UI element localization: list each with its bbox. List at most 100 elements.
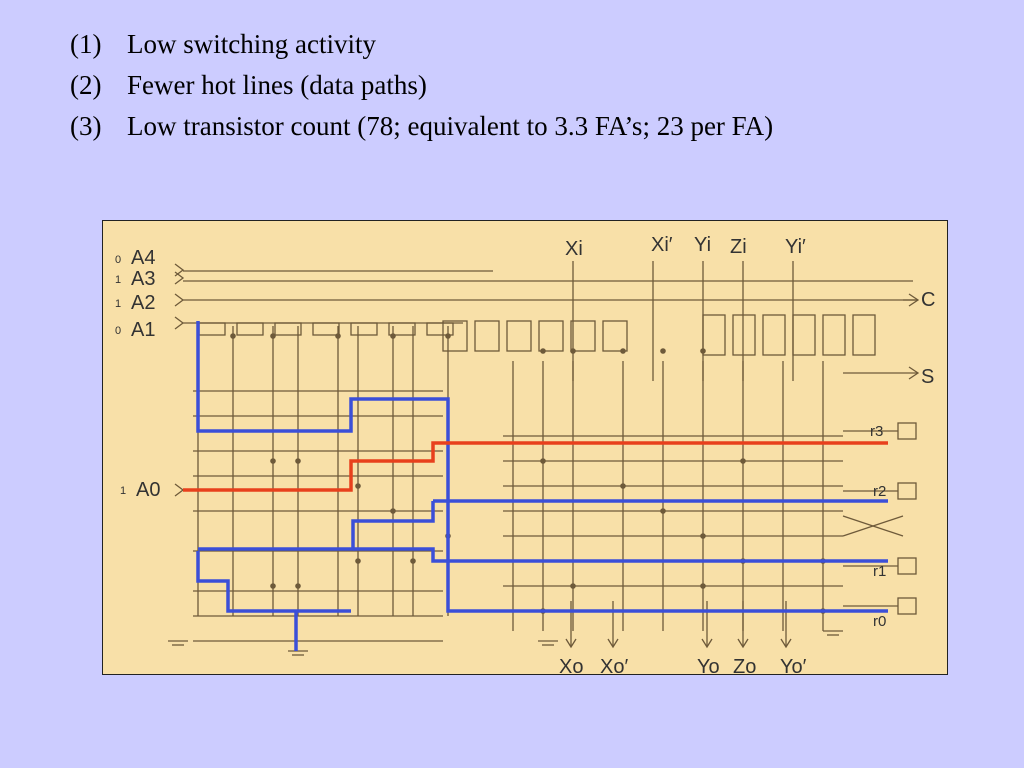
bottom-output-arrow: [607, 638, 619, 649]
bullet-number: (1): [70, 29, 102, 59]
bottom-output-arrow: [780, 638, 792, 649]
transistor-cell: [732, 314, 756, 356]
bullet-number: (3): [70, 111, 102, 141]
input-a3-value: 1: [115, 274, 121, 286]
transistor-cell: [602, 320, 628, 352]
junction-dot: [660, 508, 666, 514]
input-a2-value: 1: [115, 298, 121, 310]
input-a0-label: A0: [136, 479, 160, 501]
transistor-cell: [822, 314, 846, 356]
transistor-cell: [852, 314, 876, 356]
r2-label: r2: [873, 483, 886, 500]
highlighted-paths: [183, 321, 888, 651]
bullet-text: Fewer hot lines (data paths): [127, 70, 427, 100]
transistor-cell: [474, 320, 500, 352]
junction-dot: [620, 483, 626, 489]
transistor-cell: [274, 322, 302, 336]
input-a0-value: 1: [120, 485, 126, 497]
junction-dot: [355, 558, 361, 564]
junction-dot: [445, 333, 451, 339]
transistor-cell: [897, 422, 917, 440]
input-chevron: [174, 271, 185, 285]
junction-dot: [230, 333, 236, 339]
r-cross: [842, 515, 904, 537]
r0-label: r0: [873, 613, 886, 630]
junction-dot: [660, 348, 666, 354]
junction-dot: [390, 333, 396, 339]
bottom-label-zo: Zo: [733, 656, 756, 675]
transistor-cell: [762, 314, 786, 356]
bullet-list: (1) Low switching activity (2) Fewer hot l…: [70, 24, 773, 147]
top-label-yi: Yi: [694, 234, 711, 256]
bottom-output-arrow: [737, 638, 749, 649]
junction-dot: [700, 533, 706, 539]
junction-dot: [295, 583, 301, 589]
blue-path-r0: [196, 321, 888, 613]
top-label-xi: Xi: [565, 238, 583, 260]
bottom-label-xo: Xo: [559, 656, 583, 675]
junction-dot: [270, 583, 276, 589]
output-s-arrow: [908, 366, 920, 380]
input-a2-label: A2: [131, 292, 155, 314]
input-a1-value: 0: [115, 325, 121, 337]
input-chevron: [174, 293, 185, 307]
bottom-output-arrow: [701, 638, 713, 649]
bottom-output-arrow: [565, 638, 577, 649]
input-a4-value: 0: [115, 254, 121, 266]
output-c-arrow: [908, 293, 920, 307]
output-c-label: C: [921, 289, 935, 311]
top-label-zi: Zi: [730, 236, 747, 258]
bottom-label-yo: Yo: [697, 656, 720, 675]
red-path-r3: [183, 441, 888, 492]
junction-dot: [355, 483, 361, 489]
transistor-cell: [570, 320, 596, 352]
transistor-cell: [236, 322, 264, 336]
r3-label: r3: [870, 423, 883, 440]
bottom-label-yo-prime: Yo′: [780, 656, 807, 675]
junction-dot: [410, 558, 416, 564]
junction-dot: [270, 458, 276, 464]
transistor-cell: [350, 322, 378, 336]
junction-dot: [540, 348, 546, 354]
bullet-item: (3) Low transistor count (78; equivalent …: [70, 106, 773, 147]
output-s-label: S: [921, 366, 934, 388]
bullet-number: (2): [70, 70, 102, 100]
bottom-label-xo-prime: Xo′: [600, 656, 628, 675]
junction-dot: [295, 458, 301, 464]
blue-path-lower: [196, 551, 351, 613]
junction-dot: [335, 333, 341, 339]
input-a4-label: A4: [131, 247, 155, 269]
circuit-diagram: 0 A4 1 A3 1 A2 0 A1 1 A0 Xi Xi′ Yi Zi Yi…: [102, 220, 948, 675]
transistor-cell: [897, 597, 917, 615]
junction-dot: [390, 508, 396, 514]
top-label-xi-prime: Xi′: [651, 234, 673, 256]
transistor-cell: [388, 322, 416, 336]
junction-dot: [620, 348, 626, 354]
junction-dot: [740, 458, 746, 464]
circuit-wires: [168, 261, 920, 656]
r1-label: r1: [873, 563, 886, 580]
blue-path-mid: [198, 501, 435, 551]
bullet-text: Low switching activity: [127, 29, 376, 59]
transistor-cell: [702, 314, 726, 356]
transistor-cell: [198, 322, 226, 336]
junction-dot: [540, 458, 546, 464]
bullet-item: (2) Fewer hot lines (data paths): [70, 65, 773, 106]
input-a1-label: A1: [131, 319, 155, 341]
junction-dot: [570, 583, 576, 589]
transistor-cell: [897, 557, 917, 575]
blue-path-r1: [353, 547, 888, 563]
transistor-cell: [897, 482, 917, 500]
bullet-item: (1) Low switching activity: [70, 24, 773, 65]
transistor-cell: [312, 322, 340, 336]
junction-dot: [570, 348, 576, 354]
junction-dot: [270, 333, 276, 339]
input-chevron: [174, 316, 185, 330]
circuit-svg: 0 A4 1 A3 1 A2 0 A1 1 A0 Xi Xi′ Yi Zi Yi…: [115, 234, 935, 675]
input-a3-label: A3: [131, 268, 155, 290]
transistor-cell: [792, 314, 816, 356]
circuit-junctions: [230, 333, 826, 614]
transistor-cell: [506, 320, 532, 352]
junction-dot: [700, 583, 706, 589]
bullet-text: Low transistor count (78; equivalent to …: [127, 111, 774, 141]
